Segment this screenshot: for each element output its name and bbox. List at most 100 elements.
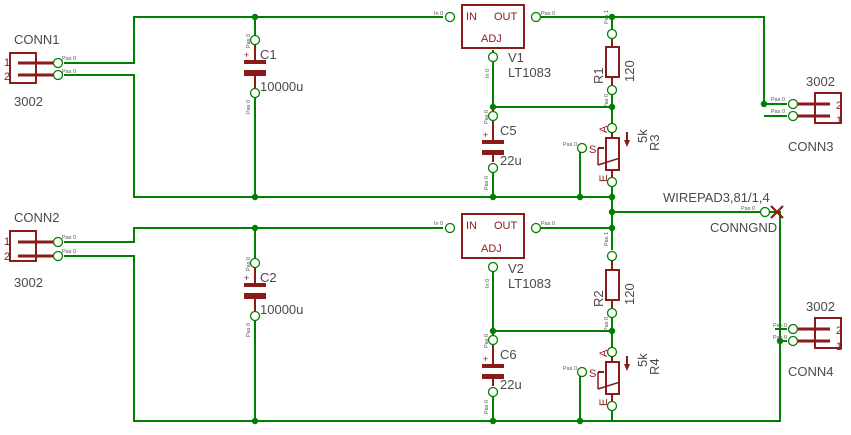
junction-dot bbox=[576, 193, 584, 201]
capacitor-c1: + Pas 0 Pas 0 C1 10000u bbox=[244, 34, 303, 114]
svg-text:Pas 0: Pas 0 bbox=[484, 176, 490, 190]
svg-text:A: A bbox=[598, 349, 610, 357]
conn3: 3002 2 1 Pas 0 Pas 0 CONN3 bbox=[771, 74, 842, 154]
v2-value: LT1083 bbox=[508, 276, 551, 291]
pin-circle bbox=[52, 69, 64, 81]
svg-text:Pas 0: Pas 0 bbox=[773, 335, 787, 341]
pin-circle bbox=[249, 310, 261, 322]
v2-name: V2 bbox=[508, 261, 524, 276]
r1-name: R1 bbox=[591, 67, 606, 84]
v2-pin-out: OUT bbox=[494, 220, 518, 232]
svg-text:A: A bbox=[598, 125, 610, 133]
svg-text:+: + bbox=[483, 130, 488, 140]
svg-text:Pas 0: Pas 0 bbox=[773, 323, 787, 329]
wire-conn1-in bbox=[64, 16, 443, 64]
wire-gnd1 bbox=[64, 74, 612, 198]
conn2: CONN2 1 2 Pas 0 Pas 0 3002 bbox=[4, 210, 76, 290]
conn2-pin1: 1 bbox=[4, 236, 10, 248]
v1-body bbox=[461, 4, 525, 49]
wire-out1 bbox=[612, 16, 787, 105]
svg-text:Pas 0: Pas 0 bbox=[246, 34, 252, 48]
r1-body bbox=[605, 46, 620, 78]
v1-pin-adj: ADJ bbox=[481, 33, 502, 45]
conn1-body bbox=[9, 52, 37, 84]
pin-circle bbox=[606, 307, 618, 319]
cross-icon bbox=[770, 205, 784, 219]
pin-circle bbox=[606, 122, 618, 134]
junction-dot bbox=[251, 417, 259, 425]
v2-body bbox=[461, 213, 525, 259]
pin-circle bbox=[787, 98, 799, 110]
pin-circle bbox=[606, 250, 618, 262]
svg-text:Pas 0: Pas 0 bbox=[62, 69, 76, 75]
c2-value: 10000u bbox=[260, 302, 303, 317]
r1-value: 120 bbox=[622, 60, 637, 82]
conn2-value: 3002 bbox=[14, 275, 43, 290]
conn4-pin1: 1 bbox=[836, 341, 842, 353]
svg-text:Pas 0: Pas 0 bbox=[604, 94, 610, 108]
pin-circle bbox=[606, 84, 618, 96]
r4-name: R4 bbox=[647, 358, 662, 375]
c1-value: 10000u bbox=[260, 79, 303, 94]
pin-circle bbox=[606, 28, 618, 40]
svg-text:Pas 0: Pas 0 bbox=[62, 249, 76, 255]
pin-circle bbox=[606, 346, 618, 358]
conn3-pin1: 1 bbox=[836, 115, 842, 127]
conn4-value: 3002 bbox=[806, 299, 835, 314]
r2-body bbox=[605, 269, 620, 301]
svg-text:E: E bbox=[598, 175, 610, 182]
junction-dot bbox=[489, 327, 497, 335]
conn1-pin2: 2 bbox=[4, 71, 10, 83]
junction-dot bbox=[760, 100, 768, 108]
pin-circle bbox=[52, 250, 64, 262]
svg-text:E: E bbox=[598, 399, 610, 406]
wire-gnd2 bbox=[64, 255, 612, 422]
conn1-name: CONN1 bbox=[14, 32, 60, 47]
wire-conn2-in bbox=[64, 227, 443, 243]
v1-value: LT1083 bbox=[508, 65, 551, 80]
svg-text:Pas 0: Pas 0 bbox=[771, 97, 785, 103]
svg-text:Pas 0: Pas 0 bbox=[604, 317, 610, 331]
junction-dot bbox=[776, 337, 784, 345]
pin-circle bbox=[52, 236, 64, 248]
conn3-name: CONN3 bbox=[788, 139, 834, 154]
pin-circle bbox=[530, 222, 542, 234]
r3-name: R3 bbox=[647, 134, 662, 151]
pin-circle bbox=[576, 142, 588, 154]
junction-dot bbox=[608, 103, 616, 111]
junction-dot bbox=[251, 193, 259, 201]
svg-text:Pas 0: Pas 0 bbox=[541, 221, 555, 227]
regulator-v2: IN OUT ADJ In 0 Pas 0 In 0 V2 LT1083 bbox=[434, 213, 555, 291]
r2-name: R2 bbox=[591, 290, 606, 307]
svg-text:Pas 0: Pas 0 bbox=[484, 110, 490, 124]
pin-circle bbox=[249, 257, 261, 269]
resistor-r2: Pas 1 Pas 0 R2 120 bbox=[591, 232, 637, 331]
pin-circle bbox=[606, 400, 618, 412]
conn1: CONN1 1 2 Pas 0 Pas 0 3002 bbox=[4, 32, 76, 109]
potentiometer-r3: Pas 0 S A E 5k R3 bbox=[563, 122, 662, 188]
junction-dot bbox=[489, 193, 497, 201]
potentiometer-r4: Pas 0 S A E 5k R4 bbox=[563, 346, 662, 412]
junction-dot bbox=[608, 13, 616, 21]
pin-circle bbox=[606, 176, 618, 188]
conn2-name: CONN2 bbox=[14, 210, 60, 225]
c6-name: C6 bbox=[500, 347, 517, 362]
r2-value: 120 bbox=[622, 283, 637, 305]
v1-pin-in: IN bbox=[466, 11, 477, 23]
svg-text:Pas 0: Pas 0 bbox=[563, 366, 577, 372]
r4-body bbox=[605, 361, 620, 395]
capacitor-c2: + Pas 0 Pas 0 C2 10000u bbox=[244, 257, 303, 337]
pin-circle bbox=[787, 323, 799, 335]
svg-text:Pas 0: Pas 0 bbox=[484, 334, 490, 348]
v1-pin-out: OUT bbox=[494, 11, 518, 23]
conn1-pin1: 1 bbox=[4, 57, 10, 69]
resistor-r1: Pas 1 Pas 0 R1 120 bbox=[591, 10, 637, 108]
c5-value: 22u bbox=[500, 153, 522, 168]
svg-text:Pas 1: Pas 1 bbox=[604, 10, 610, 24]
junction-dot bbox=[608, 193, 616, 201]
conn4-body bbox=[814, 317, 842, 349]
svg-text:+: + bbox=[244, 50, 249, 60]
pin-circle bbox=[249, 34, 261, 46]
pin-circle bbox=[487, 261, 499, 273]
capacitor-c6: + Pas 0 Pas 0 C6 22u bbox=[482, 334, 522, 414]
